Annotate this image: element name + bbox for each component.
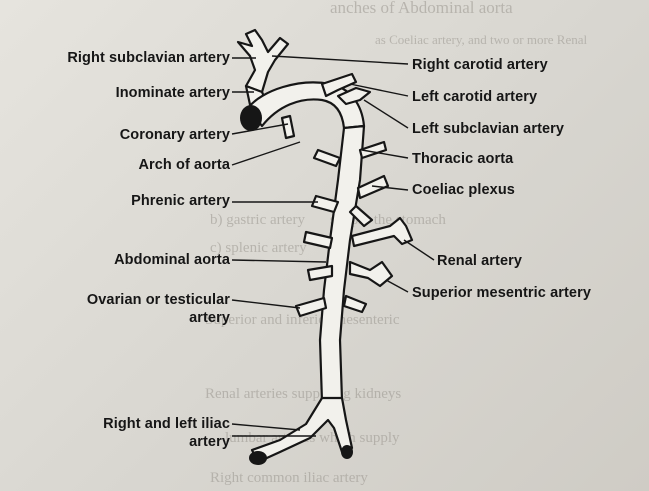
renal-branch-left: [304, 232, 332, 248]
label-left-carotid-artery: Left carotid artery: [412, 89, 537, 105]
leader-left-subclavian: [364, 100, 408, 128]
label-inominate-artery: Inominate artery: [116, 85, 230, 101]
label-phrenic-artery: Phrenic artery: [131, 193, 230, 209]
aortic-arch-vessel: [248, 82, 364, 128]
right-subclavian-artery-vessel: [238, 30, 288, 92]
label-thoracic-aorta: Thoracic aorta: [412, 151, 513, 167]
phrenic-branch: [312, 196, 338, 212]
label-ovarian-artery-line2: artery: [189, 310, 230, 326]
label-iliac-artery-line2: artery: [189, 434, 230, 450]
leader-renal: [404, 240, 434, 260]
left-iliac-opening: [249, 451, 267, 465]
label-arch-of-aorta: Arch of aorta: [138, 157, 230, 173]
superior-mesentric-branch: [350, 262, 392, 286]
arch-opening: [240, 105, 262, 131]
label-coronary-artery: Coronary artery: [120, 127, 230, 143]
iliac-arteries-vessel: [252, 398, 352, 462]
leader-coronary: [232, 124, 288, 134]
coronary-artery-vessel: [282, 116, 294, 138]
leader-right-carotid: [272, 56, 408, 64]
label-iliac-artery-line1: Right and left iliac: [103, 416, 230, 432]
label-superior-mesentric-artery: Superior mesentric artery: [412, 285, 591, 301]
leader-superior-mesentric: [386, 280, 408, 292]
leader-ovarian: [232, 300, 300, 308]
intercostal-branch-left: [314, 150, 340, 166]
leader-abdominal: [232, 260, 326, 262]
right-iliac-opening: [341, 445, 353, 459]
label-ovarian-artery-line1: Ovarian or testicular: [87, 292, 230, 308]
label-left-subclavian-artery: Left subclavian artery: [412, 121, 564, 137]
label-renal-artery: Renal artery: [437, 253, 522, 269]
leader-iliac: [232, 424, 300, 430]
ovarian-branch-right: [344, 296, 366, 312]
label-right-carotid-artery: Right carotid artery: [412, 57, 548, 73]
label-right-subclavian-artery: Right subclavian artery: [67, 50, 230, 66]
leader-arch: [232, 142, 300, 165]
label-abdominal-aorta: Abdominal aorta: [114, 252, 230, 268]
label-coeliac-plexus: Coeliac plexus: [412, 182, 515, 198]
